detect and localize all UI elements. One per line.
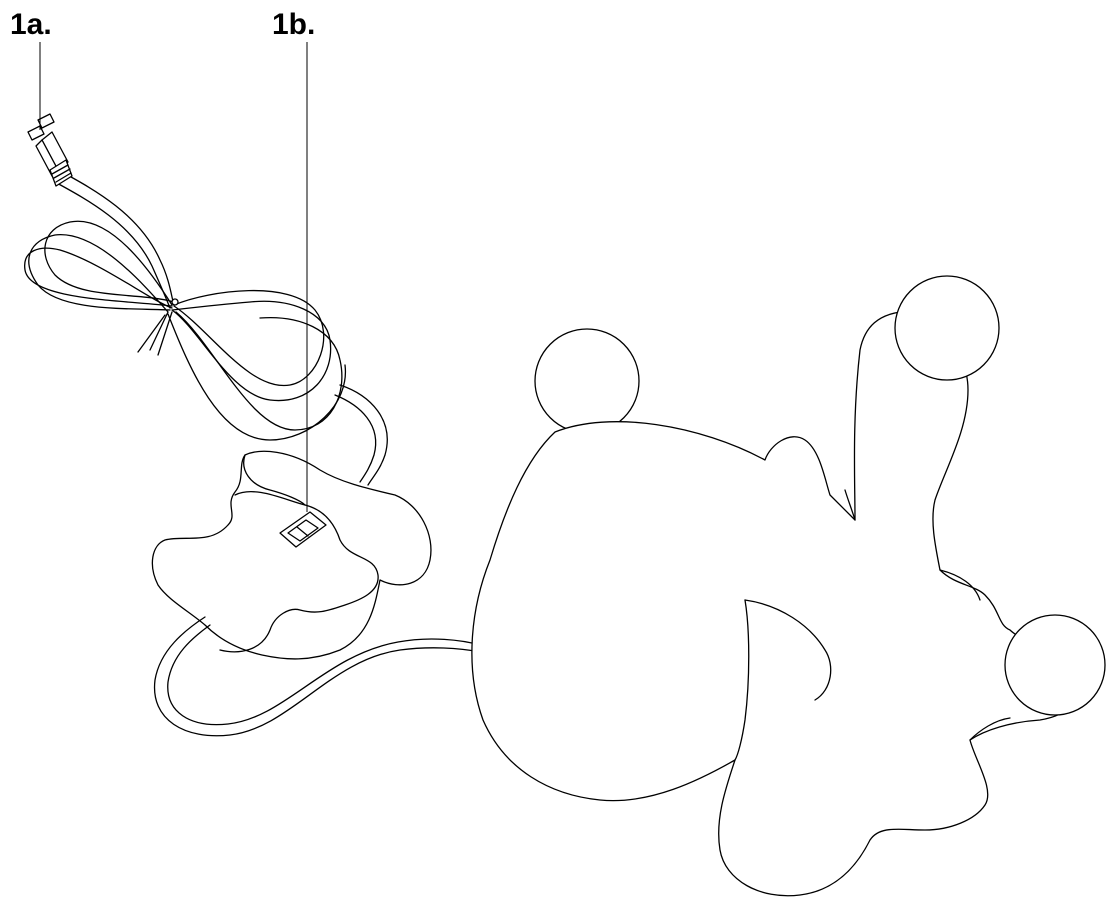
callout-label-1b: 1b. xyxy=(272,8,316,41)
stuffed-figure xyxy=(471,275,1106,897)
callout-label-1a: 1a. xyxy=(10,8,52,41)
power-cord xyxy=(24,171,388,486)
plug xyxy=(27,113,73,187)
power-strip xyxy=(151,450,481,737)
callout-leaders xyxy=(39,42,308,512)
